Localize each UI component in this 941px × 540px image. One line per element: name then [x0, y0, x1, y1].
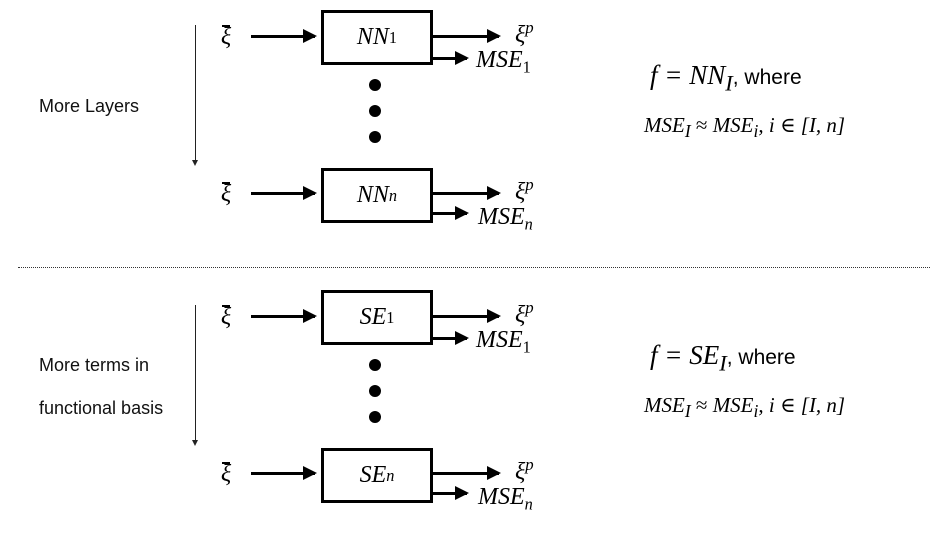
- mse-arrow-icon: [433, 206, 469, 220]
- side-label: More Layers: [39, 96, 140, 116]
- vertical-dots-icon: [369, 411, 381, 423]
- input-arrow-icon: [251, 29, 317, 43]
- output-xi-p: ξp: [515, 298, 534, 329]
- input-xi-bar: ξ: [220, 24, 232, 50]
- vertical-dots-icon: [369, 131, 381, 143]
- mse-arrow-icon: [433, 331, 469, 345]
- down-arrow-icon: [195, 305, 196, 441]
- vertical-dots-icon: [369, 105, 381, 117]
- mse-arrow-icon: [433, 486, 469, 500]
- section-divider: [18, 267, 930, 268]
- formula-selection: f = NNI, where: [650, 60, 802, 96]
- down-arrow-icon: [195, 25, 196, 161]
- vertical-dots-icon: [369, 79, 381, 91]
- side-label-line-1: More terms in: [39, 355, 150, 375]
- input-arrow-icon: [251, 186, 317, 200]
- formula-condition: MSEI ≈ MSEi, i ∈ [I, n]: [644, 393, 846, 422]
- mse-output-1: MSE1: [476, 327, 531, 357]
- output-arrow-icon: [433, 466, 501, 480]
- vertical-dots-icon: [369, 359, 381, 371]
- input-arrow-icon: [251, 309, 317, 323]
- output-xi-p: ξp: [515, 175, 534, 206]
- input-xi-bar: ξ: [220, 304, 232, 330]
- output-arrow-icon: [433, 29, 501, 43]
- mse-output-n: MSEn: [478, 204, 533, 234]
- vertical-dots-icon: [369, 385, 381, 397]
- output-arrow-icon: [433, 186, 501, 200]
- side-label-line-2: functional basis: [39, 398, 164, 418]
- input-xi-bar: ξ: [220, 461, 232, 487]
- down-arrow-head-icon: [192, 440, 198, 446]
- input-xi-bar: ξ: [220, 181, 232, 207]
- down-arrow-head-icon: [192, 160, 198, 166]
- mse-output-1: MSE1: [476, 47, 531, 77]
- output-xi-p: ξp: [515, 18, 534, 49]
- output-xi-p: ξp: [515, 455, 534, 486]
- output-arrow-icon: [433, 309, 501, 323]
- mse-arrow-icon: [433, 51, 469, 65]
- formula-selection: f = SEI, where: [650, 340, 796, 376]
- formula-condition: MSEI ≈ MSEi, i ∈ [I, n]: [644, 113, 846, 142]
- input-arrow-icon: [251, 466, 317, 480]
- mse-output-n: MSEn: [478, 484, 533, 514]
